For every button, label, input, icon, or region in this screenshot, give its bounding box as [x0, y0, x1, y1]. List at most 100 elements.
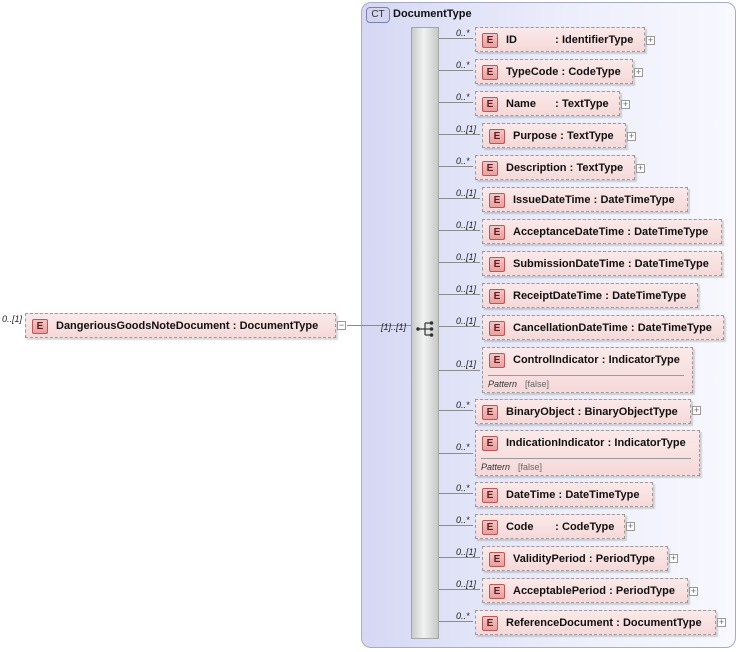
pattern-facet: Pattern[false]: [488, 379, 549, 389]
connector-line: [347, 325, 411, 326]
element-badge: E: [482, 520, 498, 535]
element-badge: E: [489, 353, 505, 368]
element-badge: E: [489, 289, 505, 304]
element-cardinality: 0..*: [456, 442, 470, 452]
element-binaryobject[interactable]: E BinaryObject:BinaryObjectType: [475, 399, 691, 424]
element-type: DocumentType: [239, 320, 319, 332]
element-badge: E: [482, 33, 498, 48]
element-submissiondatetime[interactable]: E SubmissionDateTime:DateTimeType: [482, 251, 722, 276]
element-type: CodeType: [568, 66, 621, 78]
element-type: PeriodType: [615, 585, 676, 597]
element-badge: E: [32, 319, 48, 334]
connector-line: [439, 294, 480, 295]
element-badge: E: [489, 321, 505, 336]
element-badge: E: [489, 584, 505, 599]
element-badge: E: [489, 552, 505, 567]
element-badge: E: [489, 225, 505, 240]
connector-line: [439, 230, 480, 231]
element-name: ControlIndicator: [513, 354, 599, 366]
element-cardinality: 0..*: [456, 515, 470, 525]
root-element-label: DangeriousGoodsNoteDocument:DocumentType: [56, 320, 319, 332]
complex-type-badge: CT: [366, 7, 390, 23]
connector-line: [439, 370, 480, 371]
element-name: IndicationIndicator: [506, 437, 605, 449]
element-cardinality: 0..[1]: [456, 252, 477, 262]
element-type: BinaryObjectType: [584, 406, 678, 418]
expand-icon[interactable]: +: [689, 586, 698, 596]
connector-line: [439, 589, 480, 590]
element-cardinality: 0..*: [456, 156, 470, 166]
connector-line: [439, 102, 473, 103]
element-name-row[interactable]: E Name:TextType: [475, 91, 620, 116]
element-datetime[interactable]: E DateTime:DateTimeType: [475, 482, 653, 507]
element-type: IndicatorType: [608, 354, 680, 366]
element-type: DocumentType: [622, 617, 702, 629]
element-type: DateTimeType: [600, 194, 675, 206]
element-referencedocument[interactable]: E ReferenceDocument:DocumentType: [475, 610, 716, 635]
pattern-facet: Pattern[false]: [481, 462, 542, 472]
element-cardinality: 0..*: [456, 92, 470, 102]
element-type: DateTimeType: [637, 322, 712, 334]
connector-line: [439, 262, 480, 263]
element-cardinality: 0..[1]: [456, 359, 477, 369]
connector-line: [439, 557, 480, 558]
element-receiptdatetime[interactable]: E ReceiptDateTime:DateTimeType: [482, 283, 698, 308]
element-cardinality: 0..*: [456, 483, 470, 493]
element-name: AcceptanceDateTime: [513, 226, 625, 238]
element-type: DateTimeType: [565, 489, 640, 501]
expand-icon[interactable]: +: [692, 405, 701, 415]
pattern-label: Pattern: [488, 379, 518, 389]
element-code[interactable]: E Code:CodeType: [475, 514, 625, 539]
element-badge: E: [489, 129, 505, 144]
collapse-icon[interactable]: −: [337, 320, 346, 330]
expand-icon[interactable]: +: [717, 617, 726, 627]
connector-line: [439, 166, 473, 167]
element-badge: E: [482, 97, 498, 112]
element-acceptableperiod[interactable]: E AcceptablePeriod:PeriodType: [482, 578, 688, 603]
element-typecode[interactable]: E TypeCode:CodeType: [475, 59, 633, 84]
element-id[interactable]: E ID:IdentifierType: [475, 27, 645, 52]
element-name: ReferenceDocument: [506, 617, 613, 629]
element-type: TextType: [567, 130, 614, 142]
expand-icon[interactable]: +: [621, 99, 630, 109]
connector-line: [439, 410, 473, 411]
expand-icon[interactable]: +: [634, 67, 643, 77]
complex-type-title: DocumentType: [393, 8, 472, 20]
element-issuedatetime[interactable]: E IssueDateTime:DateTimeType: [482, 187, 688, 212]
element-name: BinaryObject: [506, 406, 575, 418]
element-name: Code: [506, 521, 534, 533]
connector-line: [439, 493, 473, 494]
element-name: DangeriousGoodsNoteDocument: [56, 320, 230, 332]
element-validityperiod[interactable]: E ValidityPeriod:PeriodType: [482, 546, 668, 571]
root-element[interactable]: E DangeriousGoodsNoteDocument:DocumentTy…: [25, 313, 336, 338]
expand-icon[interactable]: +: [626, 521, 635, 531]
element-cardinality: 0..[1]: [456, 284, 477, 294]
divider: [481, 458, 691, 459]
connector-line: [439, 525, 473, 526]
element-cardinality: 0..[1]: [456, 579, 477, 589]
element-purpose[interactable]: E Purpose:TextType: [482, 123, 626, 148]
element-name: IssueDateTime: [513, 194, 591, 206]
element-cardinality: 0..*: [456, 28, 470, 38]
element-acceptancedatetime[interactable]: E AcceptanceDateTime:DateTimeType: [482, 219, 722, 244]
element-name: CancellationDateTime: [513, 322, 628, 334]
element-cardinality: 0..[1]: [456, 124, 477, 134]
element-cardinality: 0..*: [456, 60, 470, 70]
element-cancellationdatetime[interactable]: E CancellationDateTime:DateTimeType: [482, 315, 724, 340]
element-description[interactable]: E Description:TextType: [475, 155, 635, 180]
expand-icon[interactable]: +: [669, 553, 678, 563]
element-type: DateTimeType: [612, 290, 687, 302]
element-name: Name: [506, 98, 536, 110]
element-name: ReceiptDateTime: [513, 290, 603, 302]
element-badge: E: [482, 161, 498, 176]
element-controlindicator[interactable]: E ControlIndicator:IndicatorType Pattern…: [482, 347, 693, 393]
sequence-icon: [416, 321, 434, 337]
expand-icon[interactable]: +: [636, 163, 645, 173]
element-type: IndicatorType: [614, 437, 686, 449]
element-badge: E: [489, 257, 505, 272]
element-indicationindicator[interactable]: E IndicationIndicator:IndicatorType Patt…: [475, 430, 700, 476]
expand-icon[interactable]: +: [646, 35, 655, 45]
expand-icon[interactable]: +: [627, 131, 636, 141]
element-name: ID: [506, 34, 517, 46]
sequence-cardinality: [1]..[1]: [381, 322, 407, 332]
